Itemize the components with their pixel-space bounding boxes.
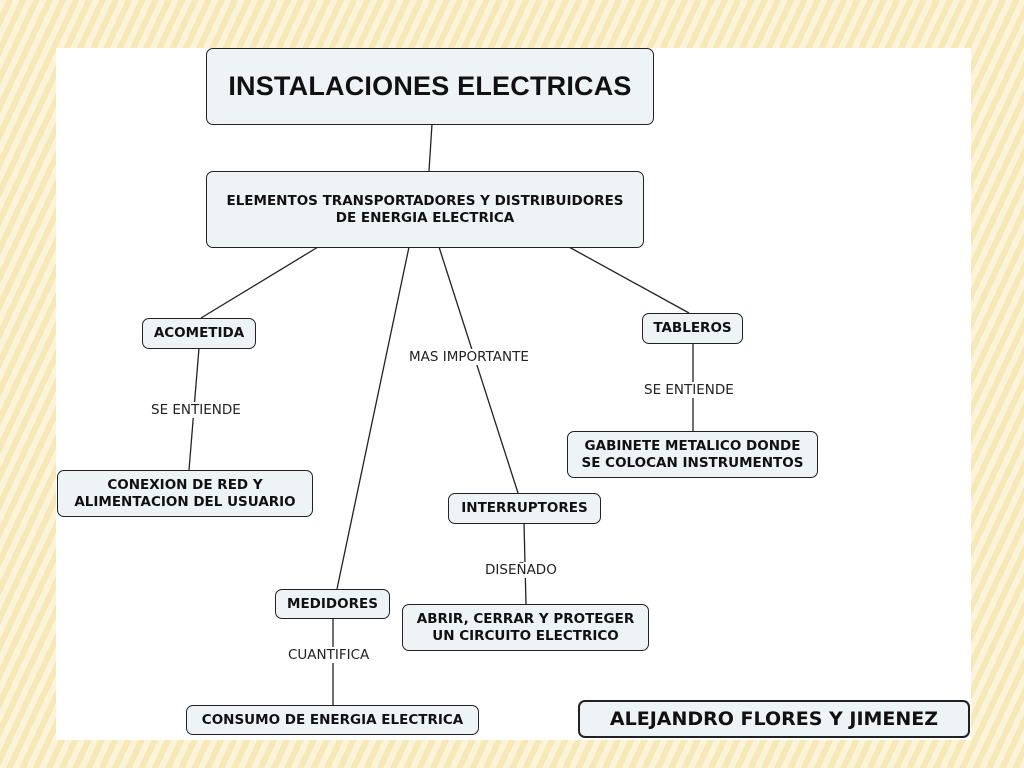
author-node: ALEJANDRO FLORES Y JIMENEZ: [578, 700, 970, 738]
conexion-node: CONEXION DE RED Y ALIMENTACION DEL USUAR…: [57, 470, 313, 517]
link-main-tableros: [568, 246, 690, 314]
acometida-node: ACOMETIDA: [142, 318, 256, 349]
title-node: INSTALACIONES ELECTRICAS: [206, 48, 654, 125]
gabinete-node: GABINETE METALICO DONDE SE COLOCAN INSTR…: [567, 431, 818, 478]
link-main-interruptores: [438, 246, 519, 494]
link-main-acometida: [200, 246, 319, 319]
consumo-node: CONSUMO DE ENERGIA ELECTRICA: [186, 705, 479, 735]
link-label-acometida: SE ENTIENDE: [148, 402, 244, 418]
tableros-node: TABLEROS: [642, 313, 743, 344]
link-label-medidores: CUANTIFICA: [285, 647, 373, 663]
interruptores-node: INTERRUPTORES: [448, 493, 601, 524]
medidores-node: MEDIDORES: [275, 589, 390, 619]
link-title-main: [428, 123, 433, 172]
link-label-interruptores: DISEÑADO: [482, 562, 560, 578]
link-label-mas-importante: MAS IMPORTANTE: [406, 349, 532, 365]
link-label-tableros: SE ENTIENDE: [641, 382, 737, 398]
main-concept-node: ELEMENTOS TRANSPORTADORES Y DISTRIBUIDOR…: [206, 171, 644, 248]
abrir-node: ABRIR, CERRAR Y PROTEGER UN CIRCUITO ELE…: [402, 604, 649, 651]
link-main-medidores: [336, 246, 410, 590]
